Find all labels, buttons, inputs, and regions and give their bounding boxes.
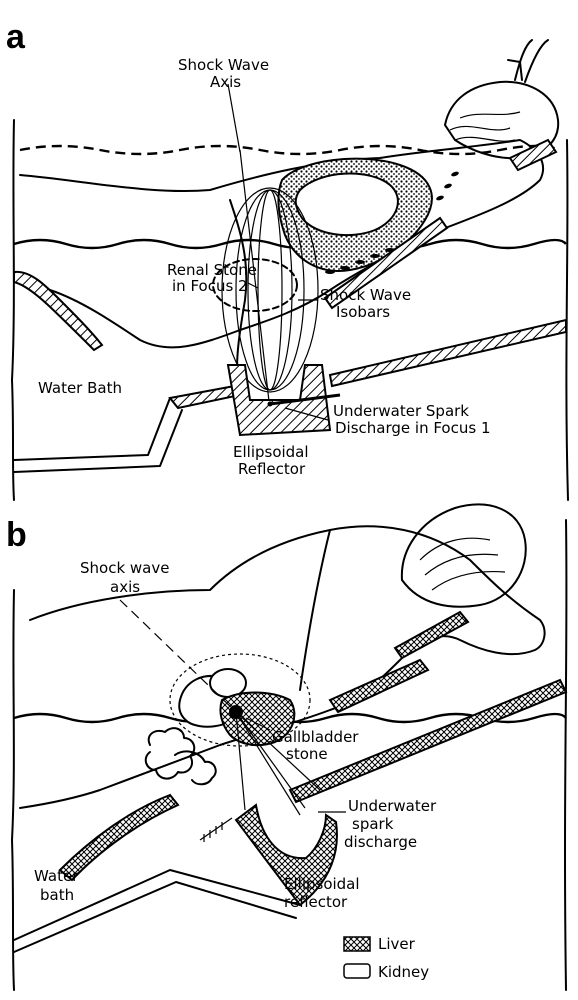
legend-liver-swatch — [344, 937, 370, 951]
legend-kidney-label: Kidney — [378, 963, 429, 981]
panel-a-renal-label-2: in Focus 2 — [172, 277, 248, 295]
panel-b: b — [6, 505, 566, 990]
panel-a-oxygen-mask — [508, 40, 548, 82]
panel-a-axis-leader — [228, 84, 240, 152]
panel-b-shock-axis-label-2: axis — [110, 578, 140, 596]
panel-b-spark-label-3: discharge — [344, 833, 417, 851]
panel-a-isobars-label-1: Shock Wave — [320, 286, 411, 304]
panel-a-kidney-outline — [296, 174, 398, 236]
panel-a-patient-body — [14, 140, 543, 347]
panel-a-reflector-label-1: Ellipsoidal — [233, 443, 309, 461]
panel-b-tank-right-wall — [565, 520, 566, 990]
panel-a-spark-label-2: Discharge in Focus 1 — [335, 419, 491, 437]
panel-a-shock-axis-label-1: Shock Wave — [178, 56, 269, 74]
panel-b-electrode — [200, 818, 232, 842]
panel-a-tank-step — [14, 398, 182, 472]
panel-a: a — [6, 18, 568, 500]
panel-a-letter: a — [6, 18, 26, 56]
panel-a-reflector-label-2: Reflector — [238, 460, 306, 478]
panel-b-reflector-label-2: reflector — [284, 893, 348, 911]
panel-a-renal-leader — [248, 283, 258, 288]
panel-a-reflector — [228, 365, 330, 435]
panel-a-water-bath-label: Water Bath — [38, 379, 122, 397]
panel-b-head-rest — [395, 612, 468, 658]
panel-a-table-left — [170, 385, 240, 408]
panel-b-spark-label-2: spark — [352, 815, 394, 833]
panel-b-reflector-label-1: Ellipsoidal — [284, 875, 360, 893]
panel-a-table-top — [330, 320, 566, 386]
panel-a-head-rest — [510, 140, 556, 170]
panel-a-patient-hair — [450, 112, 520, 141]
panel-a-tank-left-wall — [12, 120, 14, 500]
panel-b-letter: b — [6, 516, 27, 554]
legend-liver-label: Liver — [378, 935, 416, 953]
legend: Liver Kidney — [344, 935, 429, 981]
panel-a-shock-axis-label-2: Axis — [210, 73, 241, 91]
panel-b-shock-axis-label-1: Shock wave — [80, 559, 169, 577]
panel-b-liver-band — [330, 660, 428, 712]
panel-a-isobars-label-2: Isobars — [336, 303, 390, 321]
panel-a-limb — [14, 272, 102, 350]
panel-b-water-label-2: bath — [40, 886, 74, 904]
panel-b-gall-label-2: stone — [286, 745, 328, 763]
panel-b-spark-label-1: Underwater — [348, 797, 437, 815]
panel-b-patient-arm — [300, 530, 330, 690]
panel-b-gall-label-1: Gallbladder — [272, 728, 359, 746]
panel-b-intestines — [146, 728, 216, 784]
panel-b-water-label-1: Water — [34, 867, 79, 885]
panel-a-spark-label-1: Underwater Spark — [333, 402, 469, 420]
panel-b-tank-left-wall — [12, 590, 14, 990]
legend-kidney-swatch — [344, 964, 370, 978]
